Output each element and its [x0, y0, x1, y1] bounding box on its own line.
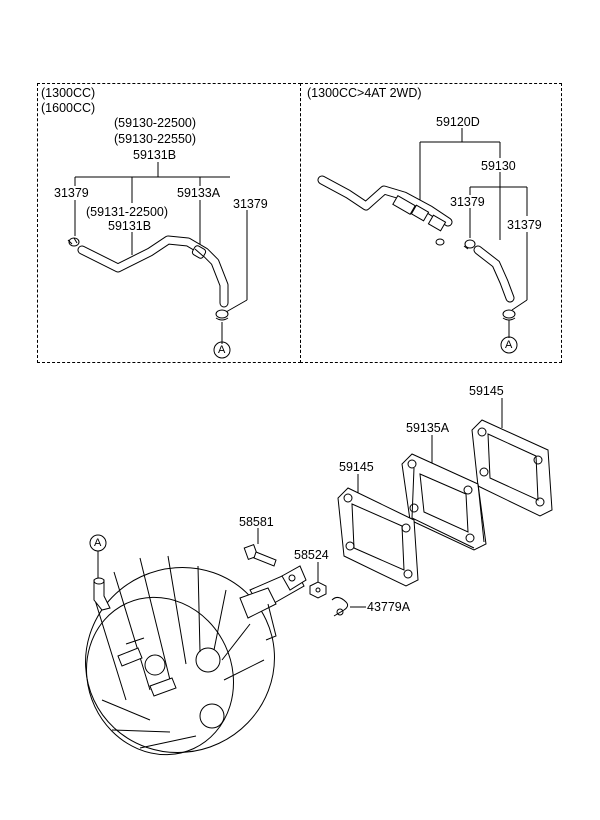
- left-leaders: [74, 162, 248, 344]
- check-valve: [89, 534, 111, 611]
- right-panel-frame: [300, 83, 562, 363]
- bolt: [243, 528, 277, 567]
- right-clip-a: [463, 239, 476, 250]
- left-hose-clip-b: [191, 245, 207, 259]
- right-panel-clip-right: 31379: [507, 218, 542, 232]
- nut-label: 58524: [294, 548, 329, 562]
- clip-label: 43779A: [367, 600, 411, 614]
- hose-label: 59130: [481, 159, 516, 173]
- part-group-line-1: (59130-22500): [114, 116, 197, 130]
- spacer-label: 59135A: [406, 421, 450, 435]
- main-ref-letter: A: [94, 537, 102, 549]
- assembly-label: 59120D: [436, 115, 480, 129]
- nut: [309, 562, 327, 599]
- right-ref-a: [500, 336, 518, 354]
- part-group-line-3: 59131B: [133, 148, 177, 162]
- left-hose-clip-a: [67, 237, 80, 247]
- right-panel-clip-left: 31379: [450, 195, 485, 209]
- right-ref-letter: A: [505, 339, 513, 351]
- right-hose: [473, 245, 515, 303]
- gasket-rear: [471, 398, 553, 517]
- engine-label-1300: (1300CC): [41, 86, 96, 100]
- right-clip-b: [502, 309, 516, 321]
- hose-sub-line-1: (59131-22500): [86, 205, 169, 219]
- left-hose-clip-c: [215, 309, 229, 321]
- clevis-clip: [331, 596, 366, 617]
- brake-booster: [85, 555, 277, 756]
- gasket-top-label: 59145: [469, 384, 504, 398]
- part-group-line-2: (59130-22550): [114, 132, 197, 146]
- right-leaders: [419, 128, 528, 338]
- left-clip-label: 31379: [54, 186, 89, 200]
- right-clip-label: 31379: [233, 197, 268, 211]
- mid-clip-label: 59133A: [177, 186, 221, 200]
- engine-label-4at: (1300CC>4AT 2WD): [307, 86, 422, 100]
- bolt-label: 58581: [239, 515, 274, 529]
- engine-label-1600: (1600CC): [41, 101, 96, 115]
- gasket-front: [337, 474, 419, 587]
- hose-sub-line-2: 59131B: [108, 219, 152, 233]
- gasket-front-label: 59145: [339, 460, 374, 474]
- left-ref-letter: A: [218, 344, 226, 356]
- right-pipe-assembly: [317, 175, 453, 246]
- left-ref-a: [213, 341, 231, 359]
- left-hose: [77, 235, 229, 308]
- spacer-plate: [401, 435, 487, 551]
